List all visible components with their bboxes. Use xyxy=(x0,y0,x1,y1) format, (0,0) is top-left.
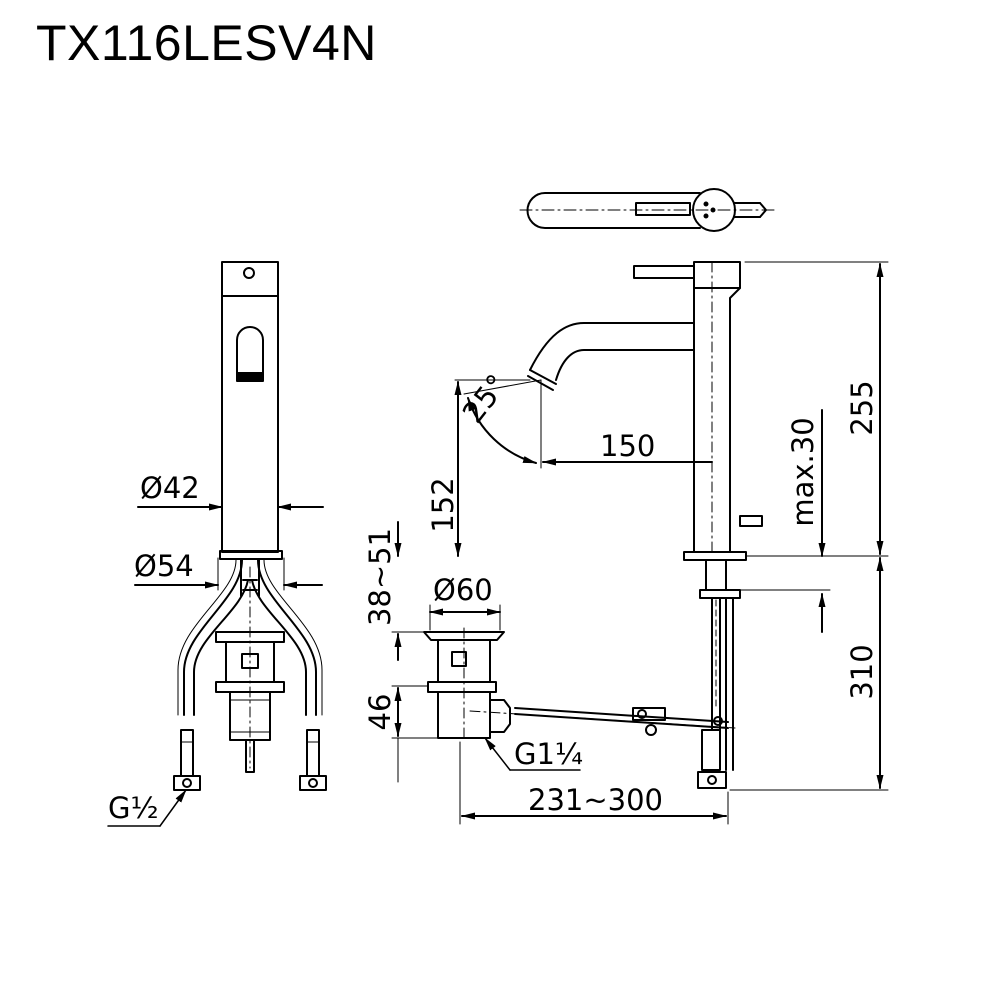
dim-angle-25: 25° xyxy=(456,368,514,429)
dim-height-152: 152 xyxy=(426,477,460,532)
top-view xyxy=(519,188,776,232)
dim-diameter-54: Ø54 xyxy=(134,549,194,583)
front-view xyxy=(107,261,327,827)
dim-height-310: 310 xyxy=(845,644,879,699)
dim-height-46: 46 xyxy=(363,694,397,731)
thread-g1-2: G½ xyxy=(108,791,159,825)
thread-g1-1-4: G1¼ xyxy=(514,737,583,771)
dim-height-255: 255 xyxy=(845,380,879,435)
dim-range-231-300: 231~300 xyxy=(528,783,663,817)
dim-length-150: 150 xyxy=(600,429,655,463)
dim-max-30: max.30 xyxy=(786,417,820,526)
dim-diameter-60: Ø60 xyxy=(433,573,493,607)
dim-range-38-51: 38~51 xyxy=(363,528,397,626)
drawing-title: TX116LESV4N xyxy=(36,15,377,71)
dim-diameter-42: Ø42 xyxy=(140,471,200,505)
side-view xyxy=(391,261,889,825)
